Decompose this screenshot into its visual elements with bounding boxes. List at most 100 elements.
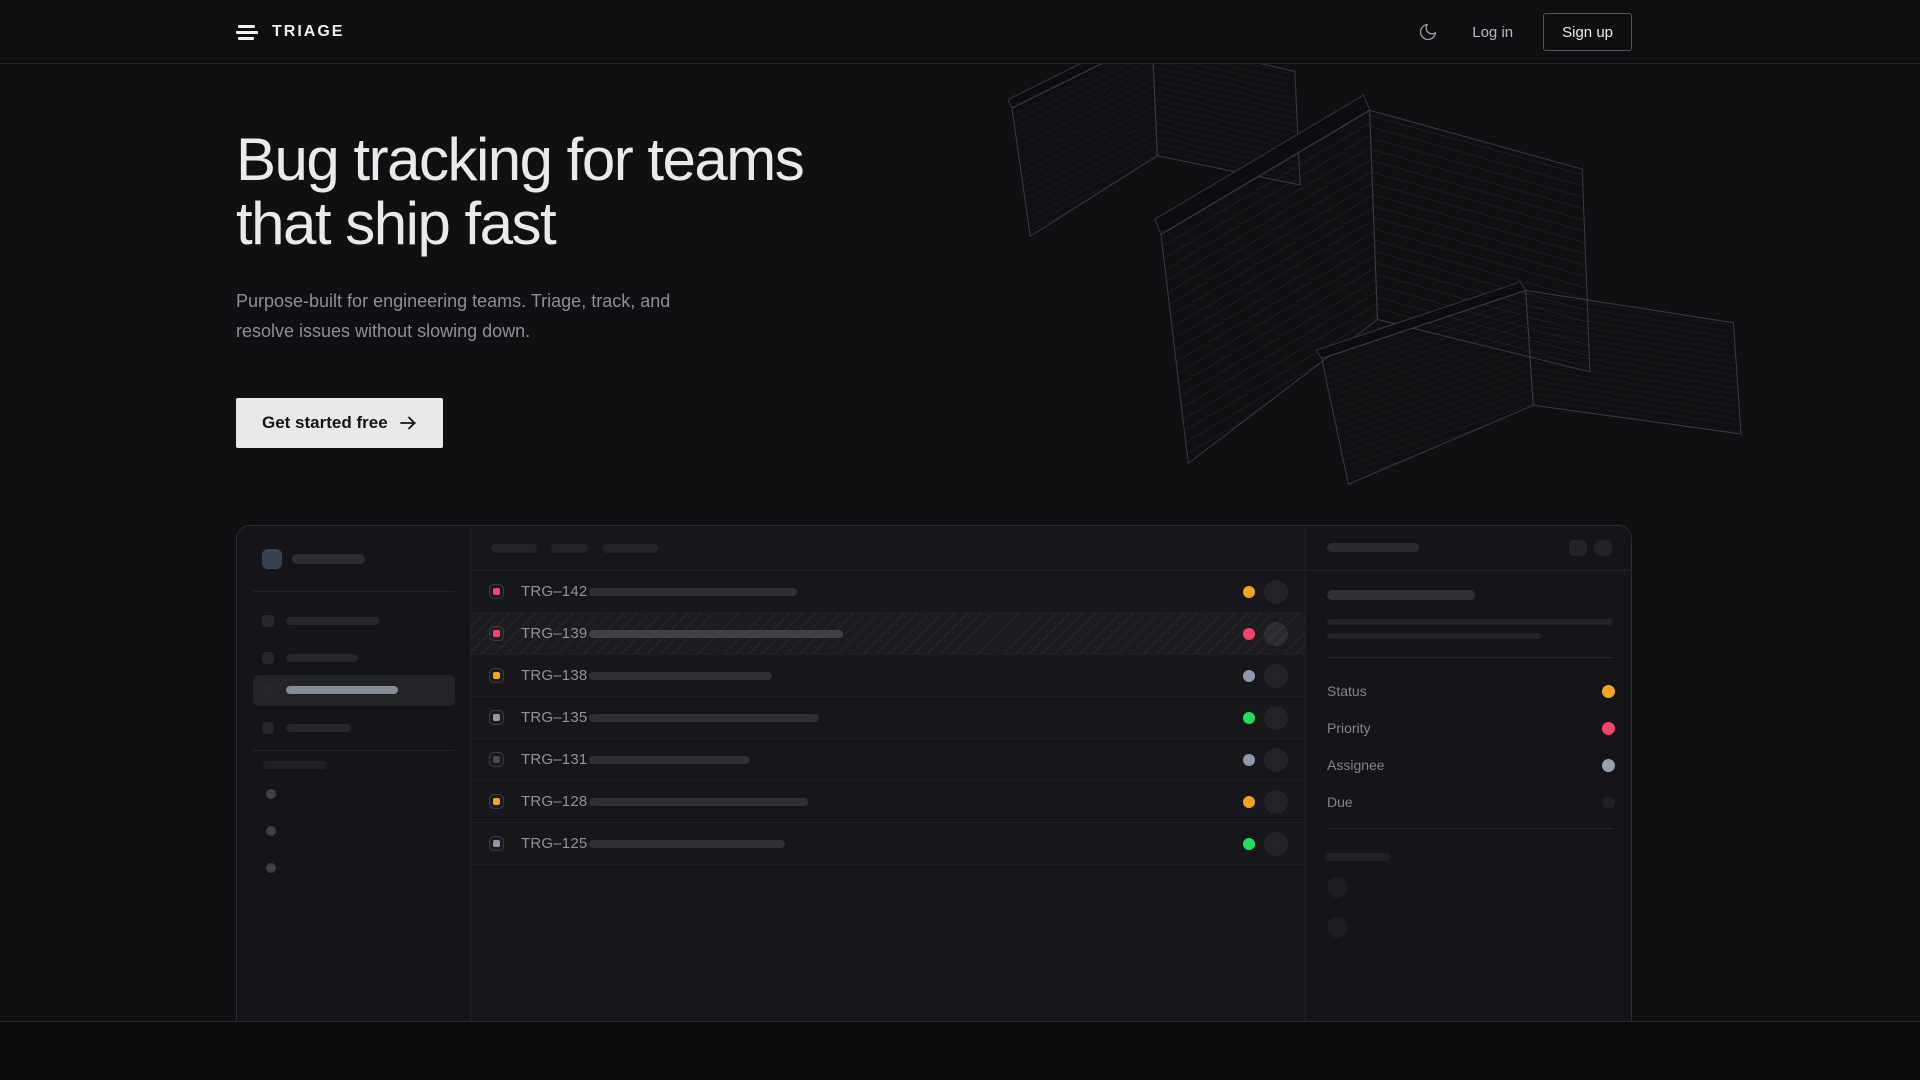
issue-title-skeleton <box>589 756 750 764</box>
hero-subtitle: Purpose-built for engineering teams. Tri… <box>236 286 670 346</box>
detail-field: Due <box>1306 784 1631 821</box>
issue-rows: TRG–142 TRG–139 TRG–138 TRG–135 TRG–131 … <box>471 571 1305 865</box>
nav-actions: Log in Sign up <box>1414 0 1632 64</box>
detail-field: Status <box>1306 673 1631 710</box>
workspace-name-skeleton <box>292 554 365 564</box>
hero-subtitle-line1: Purpose-built for engineering teams. Tri… <box>236 291 671 311</box>
assignee-avatar <box>1264 622 1288 646</box>
field-value-dot <box>1602 722 1615 735</box>
issue-row: TRG–138 <box>471 655 1305 697</box>
issue-row: TRG–135 <box>471 697 1305 739</box>
page-title-line1: Bug tracking for teams <box>236 126 805 193</box>
sidebar-item-skeleton <box>286 617 379 625</box>
sidebar-item <box>253 713 455 744</box>
detail-header <box>1306 526 1631 571</box>
issue-row: TRG–125 <box>471 823 1305 865</box>
filter-skeleton <box>491 544 537 553</box>
moon-icon <box>1420 23 1437 41</box>
detail-title-skeleton <box>1327 543 1419 552</box>
assignee-avatar <box>1264 790 1288 814</box>
assignee-avatar <box>1264 664 1288 688</box>
issue-title-skeleton <box>589 672 772 680</box>
assignee-avatar <box>1264 832 1288 856</box>
priority-icon <box>489 584 504 599</box>
issue-id: TRG–138 <box>521 667 588 684</box>
field-label: Assignee <box>1327 757 1385 773</box>
sidebar-section-skeleton <box>263 761 327 769</box>
issue-row: TRG–128 <box>471 781 1305 823</box>
issue-id: TRG–125 <box>521 835 588 852</box>
detail-field: Assignee <box>1306 747 1631 784</box>
get-started-label: Get started free <box>262 413 388 432</box>
login-link[interactable]: Log in <box>1472 23 1514 41</box>
priority-icon <box>489 752 504 767</box>
field-label: Status <box>1327 683 1367 699</box>
field-value-dot <box>1602 685 1615 698</box>
detail-field: Priority <box>1306 710 1631 747</box>
status-dot <box>1243 838 1255 850</box>
sidebar-dot <box>266 826 276 836</box>
detail-action-icon <box>1569 540 1587 556</box>
sidebar-item-icon <box>262 684 274 696</box>
sidebar-dot <box>266 863 276 873</box>
status-dot <box>1243 628 1255 640</box>
issue-id: TRG–131 <box>521 751 588 768</box>
sidebar-item <box>253 643 455 674</box>
issue-id: TRG–139 <box>521 625 588 642</box>
sidebar-item <box>253 606 455 637</box>
issue-id: TRG–135 <box>521 709 588 726</box>
description-skeleton <box>1327 633 1541 639</box>
assignee-avatar <box>1264 580 1288 604</box>
mockup-issue-list: TRG–142 TRG–139 TRG–138 TRG–135 TRG–131 … <box>471 526 1306 1021</box>
activity-avatar-skeleton <box>1327 917 1348 938</box>
issue-title-skeleton <box>589 840 785 848</box>
list-header <box>471 526 1305 571</box>
sidebar-item-icon <box>262 722 274 734</box>
issue-row: TRG–142 <box>471 571 1305 613</box>
sidebar-item-active <box>253 675 455 706</box>
page-title-line2: that ship fast <box>236 190 557 257</box>
assignee-avatar <box>1264 748 1288 772</box>
assignee-avatar <box>1264 706 1288 730</box>
theme-toggle-button[interactable] <box>1414 18 1442 46</box>
issue-title-skeleton <box>589 798 808 806</box>
status-dot <box>1243 796 1255 808</box>
mockup-sidebar <box>237 526 471 1021</box>
sidebar-item-icon <box>262 652 274 664</box>
priority-icon <box>489 710 504 725</box>
detail-divider <box>1327 657 1613 658</box>
sidebar-item-skeleton <box>286 686 398 694</box>
arrow-right-icon <box>399 416 416 430</box>
mockup-detail-panel: Status Priority Assignee Due <box>1306 526 1631 1021</box>
workspace-avatar <box>262 549 282 569</box>
brand-wordmark: TRIAGE <box>272 23 345 40</box>
sidebar-divider <box>253 591 455 592</box>
hero-subtitle-line2: resolve issues without slowing down. <box>236 321 531 341</box>
issue-id: TRG–128 <box>521 793 588 810</box>
detail-action-icon <box>1594 540 1612 556</box>
field-label: Priority <box>1327 720 1371 736</box>
sidebar-dot <box>266 789 276 799</box>
field-value-dot <box>1602 796 1615 809</box>
status-dot <box>1243 586 1255 598</box>
sidebar-item-icon <box>262 615 274 627</box>
filter-skeleton <box>551 544 588 553</box>
detail-fields: Status Priority Assignee Due <box>1306 673 1631 821</box>
status-dot <box>1243 670 1255 682</box>
activity-label-skeleton <box>1325 853 1391 861</box>
priority-icon <box>489 626 504 641</box>
status-dot <box>1243 712 1255 724</box>
signup-button[interactable]: Sign up <box>1543 13 1632 51</box>
priority-icon <box>489 668 504 683</box>
get-started-button[interactable]: Get started free <box>236 398 443 448</box>
field-label: Due <box>1327 794 1353 810</box>
issue-row: TRG–139 <box>471 613 1305 655</box>
app-mockup-panel: TRG–142 TRG–139 TRG–138 TRG–135 TRG–131 … <box>236 525 1632 1021</box>
brand-group: TRIAGE <box>236 0 344 64</box>
activity-avatar-skeleton <box>1327 877 1348 898</box>
detail-divider <box>1327 828 1613 829</box>
issue-title-skeleton <box>1327 590 1475 600</box>
